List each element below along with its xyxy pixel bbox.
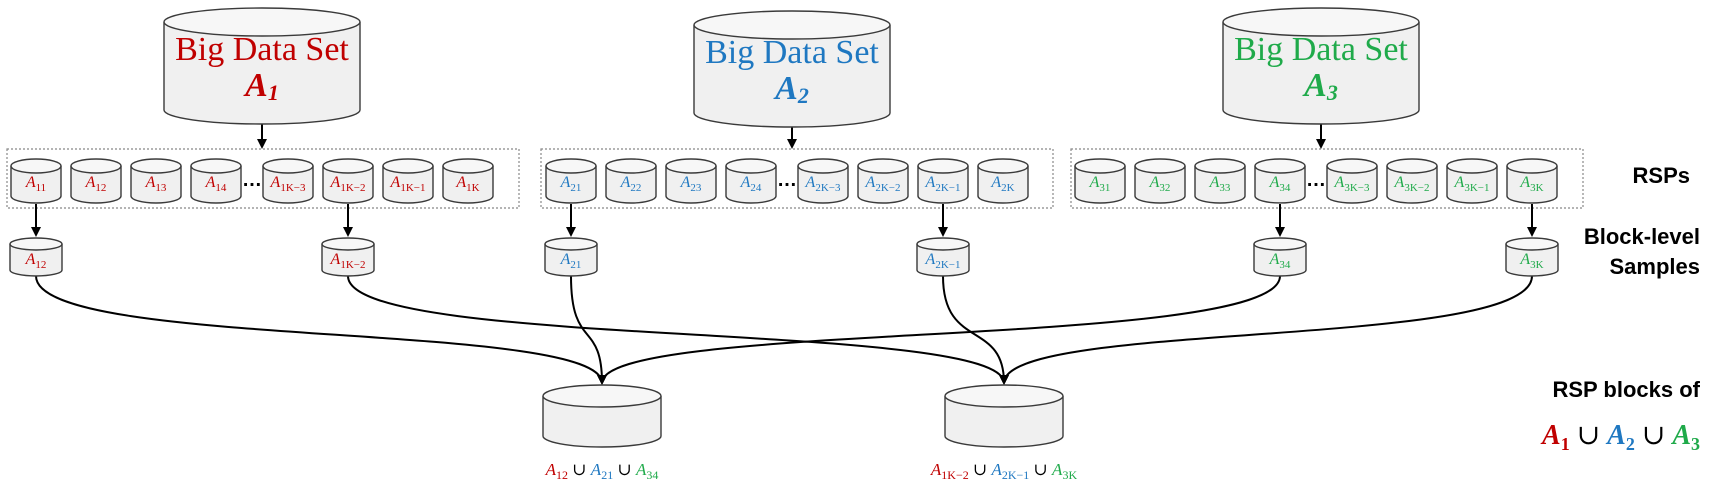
rsp-cell-1-2 [70,158,122,204]
rsp-cell-label-1-7: A1K−1 [390,174,426,194]
big-data-set-1-symbol: A1 [243,67,279,105]
rsp-cell-2-8 [977,158,1029,204]
rsp-ellipsis-2: … [777,169,797,191]
rsps-label: RSPs [1633,163,1690,188]
sample-cylinder-1-2 [321,237,375,277]
rsp-group-1-box [6,148,520,209]
big-data-set-2-cylinder [693,10,891,128]
rsp-cell-label-1-2: A12 [85,174,107,194]
rsp-cell-1-4 [190,158,242,204]
sample-cylinder-1-1 [9,237,63,277]
rsp-block-output-1 [542,384,662,448]
rsp-cell-1-5 [262,158,314,204]
rsp-block-output-label-1: A12 ∪ A21 ∪ A34 [545,460,659,482]
rsp-cell-label-1-6: A1K−2 [330,174,366,194]
rsp-cell-label-2-7: A2K−1 [925,174,961,194]
rsp-group-2-box [540,148,1054,209]
rsp-cell-3-3 [1194,158,1246,204]
rsp-cell-label-3-4: A34 [1269,174,1291,194]
merge-curve-1 [35,275,607,385]
rsp-cell-label-3-5: A3K−3 [1334,174,1370,194]
big-data-set-3-symbol: A3 [1302,67,1338,105]
rsp-cell-1-3 [130,158,182,204]
rsp-block-output-label-2: A1K−2 ∪ A2K−1 ∪ A3K [930,460,1078,482]
rsp-cell-3-6 [1386,158,1438,204]
rsp-ellipsis-1: … [242,169,262,191]
big-data-set-2-title: Big Data Set [705,34,879,71]
rsp-cell-3-4 [1254,158,1306,204]
rsp-cell-3-5 [1326,158,1378,204]
rsp-cell-1-6 [322,158,374,204]
rsp-cell-3-8 [1506,158,1558,204]
sample-cylinder-2-1 [544,237,598,277]
sample-label-3-2: A3K [1519,251,1543,271]
rsp-block-output-2 [944,384,1064,448]
rsp-cell-label-1-3: A13 [145,174,167,194]
rsp-cell-2-4 [725,158,777,204]
merge-curve-4 [347,275,1009,385]
rsp-cell-3-1 [1074,158,1126,204]
sample-cylinder-3-2 [1505,237,1559,277]
rsp-cell-label-3-7: A3K−1 [1454,174,1490,194]
sample-cylinder-2-2 [916,237,970,277]
merge-curve-6 [999,275,1533,385]
sample-label-3-1: A34 [1269,251,1291,271]
rsp-cell-label-3-6: A3K−2 [1394,174,1430,194]
sample-label-2-1: A21 [560,251,582,271]
rsp-cell-label-3-3: A33 [1209,174,1231,194]
rsp-cell-2-6 [857,158,909,204]
rsp-ellipsis-3: … [1306,169,1326,191]
rsp-cell-2-7 [917,158,969,204]
block-level-label-line2: Samples [1610,254,1701,279]
rsp-cell-1-7 [382,158,434,204]
sample-cylinder-3-1 [1253,237,1307,277]
big-data-set-3-cylinder [1222,7,1420,125]
rsp-cell-2-3 [665,158,717,204]
merge-curve-2 [570,275,607,385]
merge-curve-5 [942,275,1009,385]
rsp-cell-label-3-8: A3K [1519,174,1543,194]
rsp-cell-3-2 [1134,158,1186,204]
rsp-cell-label-1-4: A14 [205,174,227,194]
big-data-set-1-title: Big Data Set [175,31,349,68]
rsp-group-3-box [1070,148,1584,209]
big-data-set-3-title: Big Data Set [1234,31,1408,68]
rsp-cell-label-1-5: A1K−3 [270,174,306,194]
rsp-cell-2-1 [545,158,597,204]
rsp-cell-label-3-2: A32 [1149,174,1171,194]
rsp-cell-label-1-1: A11 [25,174,46,194]
rsp-cell-2-2 [605,158,657,204]
rsp-cell-1-1 [10,158,62,204]
rsp-blocks-label: RSP blocks of [1552,377,1700,402]
rsp-cell-label-2-2: A22 [620,174,642,194]
rsp-cell-1-8 [442,158,494,204]
rsp-cell-label-1-8: A1K [455,174,479,194]
rsp-cell-label-2-1: A21 [560,174,582,194]
rsp-cell-label-3-1: A31 [1089,174,1111,194]
big-data-set-2-symbol: A2 [773,70,809,108]
rsp-cell-label-2-8: A2K [990,174,1014,194]
sample-label-2-2: A2K−1 [925,251,961,271]
rsp-cell-label-2-3: A23 [680,174,702,194]
merge-curve-3 [597,275,1281,385]
sample-label-1-1: A12 [25,251,47,271]
sample-label-1-2: A1K−2 [330,251,366,271]
rsp-cell-label-2-5: A2K−3 [805,174,841,194]
rsp-cell-label-2-4: A24 [740,174,762,194]
rsp-cell-2-5 [797,158,849,204]
rsp-blocks-legend: A1 ∪ A2 ∪ A3 [1540,420,1700,454]
block-level-label-line1: Block-level [1584,224,1700,249]
rsp-cell-label-2-6: A2K−2 [865,174,901,194]
big-data-set-1-cylinder [163,7,361,125]
rsp-cell-3-7 [1446,158,1498,204]
